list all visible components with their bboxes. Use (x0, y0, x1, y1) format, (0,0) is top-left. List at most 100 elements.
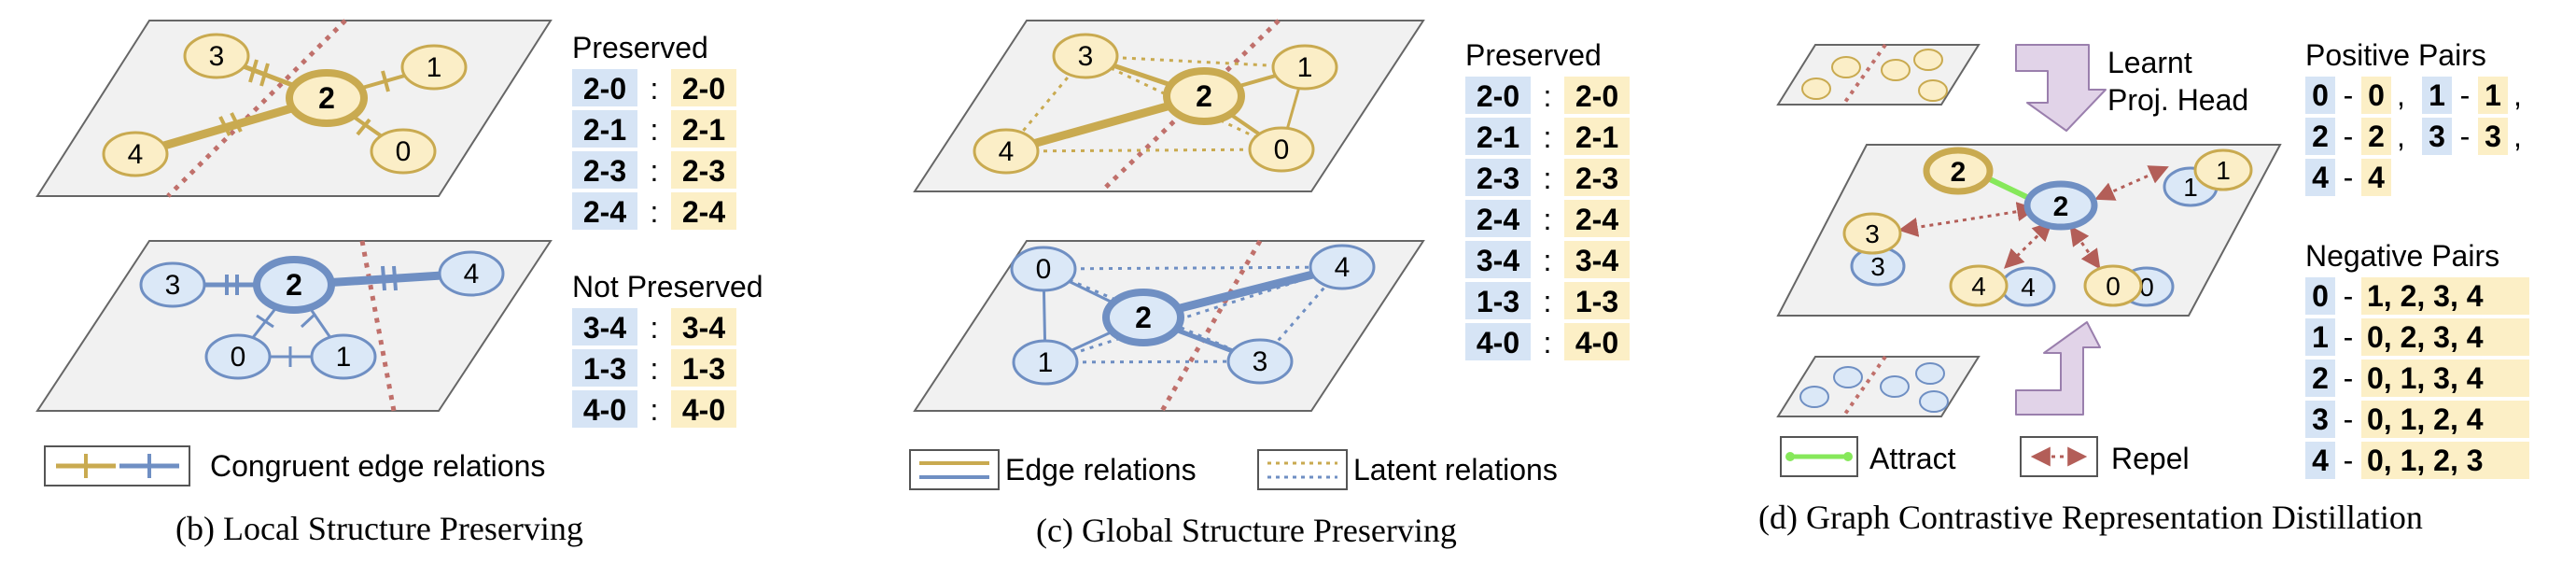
pair-list: 0, 1, 3, 4 (2367, 361, 2484, 395)
pair-cell-left (572, 308, 637, 345)
pair-cell-left (1465, 241, 1531, 278)
pair-cell-right (2361, 442, 2529, 479)
pair-cell-left (1465, 118, 1531, 155)
panel-d-legend-repel-label: Repel (2111, 442, 2190, 475)
pair-right: 1-3 (682, 352, 725, 386)
node-label: 4 (1971, 272, 1986, 301)
pair-sep: : (651, 195, 659, 229)
pair-cell-right (2361, 318, 2529, 356)
pair-row: 2-0:2-0 (1465, 77, 1630, 114)
pair-cell-right (1564, 282, 1630, 319)
pair-left: 2-3 (583, 154, 626, 188)
pair-cell-left (2305, 442, 2335, 479)
node-label: 1 (336, 342, 352, 373)
node-label: 2 (286, 268, 302, 302)
pair-sep: : (1544, 203, 1552, 236)
pair-cell-left (572, 349, 637, 387)
pair-cell-right (2361, 277, 2529, 315)
pair-left: 2-1 (583, 113, 626, 147)
node-label: 3 (1253, 346, 1268, 377)
node (183, 33, 250, 79)
pair-row: 2-3:2-3 (572, 151, 736, 189)
pair-cell-right (671, 151, 736, 189)
node (1248, 126, 1315, 173)
pair-cell-left (1465, 323, 1531, 360)
node-label: 0 (1036, 254, 1052, 285)
node (102, 131, 169, 177)
pair-cell-right (671, 349, 736, 387)
pair-cell-left (1465, 159, 1531, 196)
panel-c-legend-latent-label: Latent relations (1353, 453, 1558, 486)
node-label: 1 (427, 52, 442, 83)
node (139, 261, 206, 308)
node-label: 3 (1078, 41, 1094, 72)
pair-sep: : (1544, 79, 1552, 113)
pair-cell-left (1465, 77, 1531, 114)
node (973, 128, 1040, 175)
pair-row: 1-3:1-3 (1465, 282, 1630, 319)
pair-a: 3 (2312, 402, 2329, 436)
node-label: 2 (1135, 301, 1152, 334)
node-label: 3 (165, 270, 181, 301)
node-label: 1 (1297, 52, 1313, 83)
pair-a: 2 (2312, 120, 2329, 153)
positive-pair: 4-4 (2305, 159, 2391, 196)
pair-row: 2-0:2-0 (572, 69, 736, 106)
panel-b-legend-label: Congruent edge relations (210, 449, 545, 483)
pair-b: 1 (2485, 78, 2501, 112)
pair-cell-left (2305, 360, 2335, 397)
center-node (1102, 289, 1184, 346)
panel-d-positive-list: 0-0,1-1,2-2,3-3,4-4 (2305, 77, 2522, 196)
node (1052, 33, 1119, 79)
panel-d-positive-title: Positive Pairs (2305, 38, 2486, 72)
pair-a: 4 (2312, 444, 2329, 477)
node-label: 1 (2216, 156, 2231, 185)
pair-list: 1, 2, 3, 4 (2367, 279, 2484, 313)
panel-b-not-preserved-title: Not Preserved (572, 270, 763, 303)
node (2083, 264, 2143, 307)
pair-cell-left (2422, 77, 2452, 114)
panel-b-top-divider (166, 19, 347, 198)
pair-dash: - (2344, 444, 2354, 477)
pair-sep: : (1544, 120, 1552, 154)
node (1309, 244, 1376, 290)
panel-d: Learnt Proj. Head 1 3 4 0 2 1 (1758, 38, 2529, 536)
node-label: 4 (128, 139, 144, 170)
panel-b-bottom-nodes: 3 2 4 0 1 (139, 250, 505, 380)
pair-left: 2-1 (1477, 120, 1519, 154)
panel-d-bottom-mini-nodes (1799, 362, 1949, 413)
pair-dash: - (2344, 279, 2354, 313)
pair-cell-left (572, 192, 637, 230)
pair-right: 2-3 (682, 154, 725, 188)
negative-pair-row: 0-1, 2, 3, 4 (2305, 277, 2529, 315)
positive-pair: 1-1, (2422, 77, 2522, 114)
pair-row: 3-4:3-4 (572, 308, 736, 345)
panel-c-preserved-list: 2-0:2-02-1:2-12-3:2-32-4:2-43-4:3-41-3:1… (1465, 77, 1630, 360)
panel-c-preserved-title: Preserved (1465, 38, 1602, 72)
pair-b: 4 (2368, 161, 2385, 194)
panel-d-up-arrow (2015, 321, 2101, 416)
pair-a: 4 (2312, 161, 2329, 194)
pair-dash: - (2344, 120, 2354, 153)
pair-row: 2-3:2-3 (1465, 159, 1630, 196)
pair-a: 0 (2312, 279, 2329, 313)
pair-cell-right (1564, 118, 1630, 155)
node (1271, 44, 1338, 91)
node (1842, 212, 1902, 255)
pair-dash: - (2344, 78, 2354, 112)
pair-sep: : (1544, 285, 1552, 318)
panel-d-gold-nodes: 2 1 3 4 0 (1842, 147, 2253, 307)
pair-right: 2-1 (1575, 120, 1618, 154)
panel-c-caption: (c) Global Structure Preserving (1036, 512, 1457, 549)
panel-d-negative-title: Negative Pairs (2305, 239, 2499, 273)
pair-cell-right (1564, 241, 1630, 278)
center-node (1163, 67, 1245, 125)
pair-sep: : (651, 113, 659, 147)
pair-right: 3-4 (1575, 244, 1618, 277)
node (1923, 147, 1994, 195)
pair-cell-left (1465, 200, 1531, 237)
node-label: 0 (396, 136, 412, 167)
node-label: 2 (2053, 191, 2069, 222)
pair-a: 1 (2429, 78, 2445, 112)
